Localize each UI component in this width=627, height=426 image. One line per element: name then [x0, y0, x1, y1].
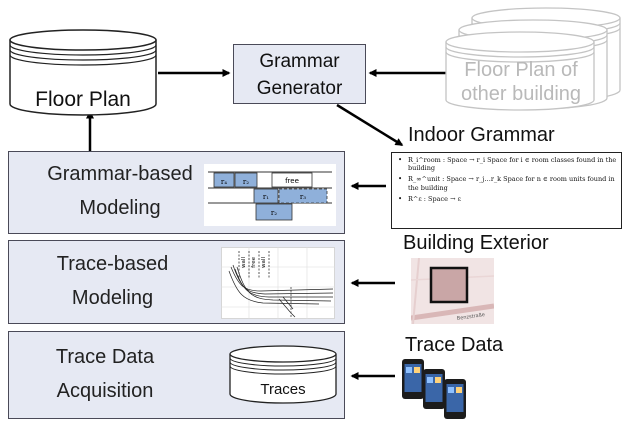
room-free [271, 172, 313, 188]
indoor-grammar-heading: Indoor Grammar [408, 124, 555, 146]
grammar-layout-svg: r₄ r₂ free r₁ r₃ r₂ [208, 171, 332, 221]
traces-label: Traces [260, 381, 306, 398]
trace-modeling-line1: Trace-based [56, 253, 169, 275]
trace-modeling-label: Trace-based Modeling [25, 247, 200, 315]
grammar-modeling-line1: Grammar-based [47, 163, 193, 185]
trace-label-wall-1: wall [241, 257, 247, 268]
traces-cylinder [229, 345, 337, 404]
room-r1 [253, 188, 279, 204]
trace-acquisition-line1: Trace Data [55, 346, 155, 368]
label-r1: r₁ [263, 193, 269, 201]
label-free: free [285, 177, 299, 185]
other-floor-plan-line1: Floor Plan of [464, 59, 578, 81]
room-r2-top [234, 172, 258, 188]
label-r4: r₄ [221, 178, 227, 186]
indoor-grammar-rules: R_i^room : Space → r_i Space for i ∈ roo… [391, 152, 622, 229]
grammar-modeling-label: Grammar-based Modeling [25, 157, 215, 225]
room-r2-bottom [255, 203, 293, 221]
grammar-modeling-line2: Modeling [79, 197, 161, 219]
room-r4 [213, 172, 235, 188]
phone-icon [402, 359, 424, 399]
label-r3: r₃ [300, 193, 306, 201]
trace-acquisition-line2: Acquisition [56, 380, 154, 402]
building-exterior-heading: Building Exterior [403, 232, 549, 254]
arrow-generator-to-grammar [336, 103, 404, 147]
grammar-rule: R^ε : Space → ε [398, 195, 617, 203]
trace-model-svg: wall free wall [221, 247, 335, 319]
grammar-generator-line2: Generator [256, 78, 343, 99]
floor-plan-label: Floor Plan [35, 88, 131, 111]
grammar-generator-line1: Grammar [259, 51, 340, 72]
other-floor-plan-cylinders [445, 7, 621, 111]
phone-icon [444, 379, 466, 419]
trace-model-figure: wall free wall [221, 247, 335, 319]
smartphones-icon [402, 359, 466, 419]
trace-label-wall-2: wall [261, 257, 267, 268]
trace-acquisition-label: Trace Data Acquisition [25, 340, 185, 408]
grammar-rule: R_i^room : Space → r_i Space for i ∈ roo… [398, 156, 617, 172]
label-r2-bottom: r₂ [271, 209, 277, 217]
other-floor-plan-line2: other building [460, 83, 582, 105]
building-exterior-map: Benzstraße [411, 258, 494, 324]
floor-plan-cylinder [9, 29, 157, 116]
label-r2-top: r₂ [243, 178, 249, 186]
room-r3 [278, 188, 328, 204]
trace-label-free: free [251, 256, 257, 267]
grammar-rule: R_∞^unit : Space → r_j…r_k Space for n ∈… [398, 175, 617, 191]
grammar-layout-figure: r₄ r₂ free r₁ r₃ r₂ [204, 164, 336, 226]
street-label: Benzstraße [456, 312, 485, 322]
trace-modeling-line2: Modeling [71, 287, 154, 309]
building-outline [429, 266, 469, 304]
other-floor-plan-label: Floor Plan of other building [446, 58, 596, 106]
trace-data-heading: Trace Data [405, 334, 504, 356]
grammar-generator-box: Grammar Generator [233, 44, 366, 104]
phone-icon [423, 369, 445, 409]
